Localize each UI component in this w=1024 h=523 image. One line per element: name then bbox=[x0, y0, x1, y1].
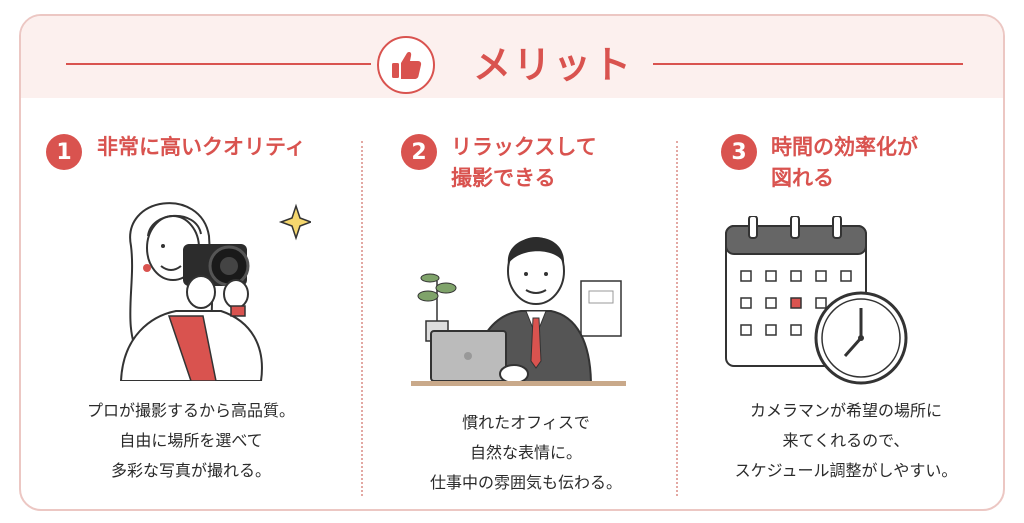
column-divider-1 bbox=[361, 141, 363, 496]
page-title: メリット bbox=[473, 43, 634, 87]
benefit-title: 非常に高いクオリティ bbox=[97, 135, 306, 159]
benefit-number: 1 bbox=[46, 134, 82, 170]
benefit-title-line: 図れる bbox=[771, 166, 834, 190]
desc-line: 慣れたオフィスで bbox=[462, 413, 590, 432]
desc-line: カメラマンが希望の場所に bbox=[749, 401, 942, 420]
benefit-title-line: リラックスして bbox=[451, 135, 597, 159]
benefit-title: リラックスして 撮影できる bbox=[451, 132, 597, 194]
benefit-title-line: 撮影できる bbox=[451, 166, 556, 190]
man-at-laptop-illustration bbox=[411, 237, 626, 386]
desc-line: プロが撮影するから高品質。 bbox=[86, 401, 295, 420]
thumbs-up-icon bbox=[392, 52, 422, 79]
benefit-description: カメラマンが希望の場所に 来てくれるので、 スケジュール調整がしやすい。 bbox=[686, 396, 1003, 486]
desc-line: 仕事中の雰囲気も伝わる。 bbox=[429, 473, 622, 492]
header-rule-left bbox=[66, 63, 371, 65]
benefit-card-quality: 1 非常に高いクオリティ プロが撮影するから高品質。 bbox=[31, 116, 351, 506]
benefit-title: 時間の効率化が 図れる bbox=[771, 132, 918, 194]
benefit-description: プロが撮影するから高品質。 自由に場所を選べて 多彩な写真が撮れる。 bbox=[31, 396, 351, 486]
column-divider-2 bbox=[676, 141, 678, 496]
header-band bbox=[21, 16, 1003, 98]
benefit-title-line: 時間の効率化が bbox=[771, 135, 918, 159]
benefit-number: 2 bbox=[401, 134, 437, 170]
desc-line: 多彩な写真が撮れる。 bbox=[110, 461, 271, 480]
merit-card: メリット 1 非常に高いクオリティ bbox=[19, 14, 1005, 511]
benefit-description: 慣れたオフィスで 自然な表情に。 仕事中の雰囲気も伝わる。 bbox=[366, 408, 686, 498]
desc-line: スケジュール調整がしやすい。 bbox=[734, 461, 958, 480]
desc-line: 来てくれるので、 bbox=[782, 431, 910, 450]
desc-line: 自由に場所を選べて bbox=[119, 431, 263, 450]
benefit-number: 3 bbox=[721, 134, 757, 170]
calendar-clock-illustration bbox=[725, 216, 908, 385]
desc-line: 自然な表情に。 bbox=[469, 443, 582, 462]
benefit-card-efficiency: 3 時間の効率化が 図れる bbox=[686, 116, 1003, 506]
header-rule-right bbox=[653, 63, 963, 65]
benefit-card-relax: 2 リラックスして 撮影できる bbox=[366, 116, 686, 506]
woman-with-camera-illustration bbox=[119, 202, 311, 381]
thumbs-up-badge bbox=[377, 36, 435, 94]
